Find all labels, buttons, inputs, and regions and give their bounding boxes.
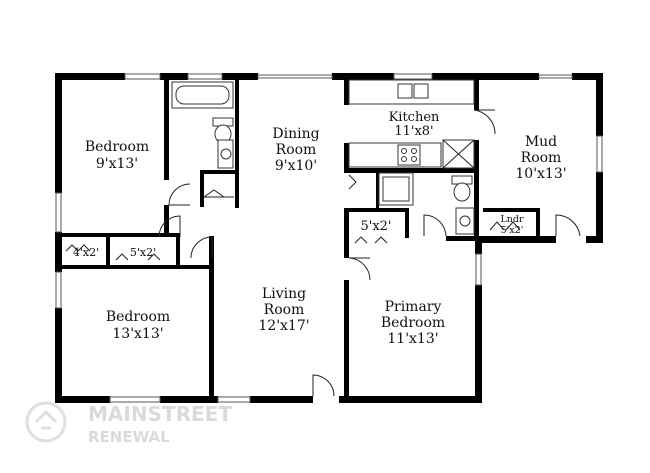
room-closet-mid: 5'x2' [130, 246, 156, 259]
room-kitchen: Kitchen 11'x8' [389, 110, 440, 139]
doors [158, 109, 581, 397]
fixtures [65, 79, 521, 261]
room-mud: Mud Room 10'x13' [515, 134, 566, 182]
watermark-brand: MAINSTREET [88, 402, 232, 426]
room-laundry: Lndr 5'x2' [500, 214, 524, 236]
room-name-line2: Room [521, 150, 562, 166]
room-name: Kitchen [389, 110, 440, 125]
watermark: MAINSTREET RENEWAL [25, 401, 232, 446]
room-size: 5'x2' [501, 225, 524, 236]
room-name-line1: Primary [385, 299, 442, 315]
exterior-walls [55, 73, 603, 403]
room-name: Bedroom [106, 309, 170, 325]
room-name: Lndr [500, 214, 524, 225]
interior-walls [62, 80, 540, 396]
room-name-line1: Living [262, 286, 306, 302]
room-closet-left: 4'x2' [73, 246, 99, 259]
room-name-line1: Mud [525, 134, 557, 150]
room-size: 4'x2' [73, 246, 99, 259]
room-size: 5'x2' [360, 219, 391, 234]
room-bedroom-bottom: Bedroom 13'x13' [106, 309, 170, 342]
room-closet-primary: 5'x2' [360, 219, 391, 234]
room-size: 13'x13' [112, 326, 163, 342]
room-name-line2: Room [276, 142, 317, 158]
room-size: 11'x8' [394, 124, 433, 139]
room-name-line1: Dining [272, 126, 319, 142]
room-size: 10'x13' [515, 166, 566, 182]
room-size: 9'x13' [96, 156, 138, 172]
room-name-line2: Bedroom [381, 315, 445, 331]
watermark-sub: RENEWAL [88, 428, 170, 446]
room-name: Bedroom [85, 139, 149, 155]
room-name-line2: Room [264, 302, 305, 318]
room-labels: Bedroom 9'x13' 4'x2' 5'x2' Bedroom 13'x1… [73, 110, 567, 347]
windows [55, 73, 603, 403]
room-dining: Dining Room 9'x10' [272, 126, 319, 174]
room-size: 5'x2' [130, 246, 156, 259]
room-size: 12'x17' [258, 318, 309, 334]
room-primary-bedroom: Primary Bedroom 11'x13' [381, 299, 445, 347]
room-size: 9'x10' [275, 158, 317, 174]
room-living: Living Room 12'x17' [258, 286, 309, 334]
room-size: 11'x13' [387, 331, 438, 347]
room-bedroom-top: Bedroom 9'x13' [85, 139, 149, 172]
